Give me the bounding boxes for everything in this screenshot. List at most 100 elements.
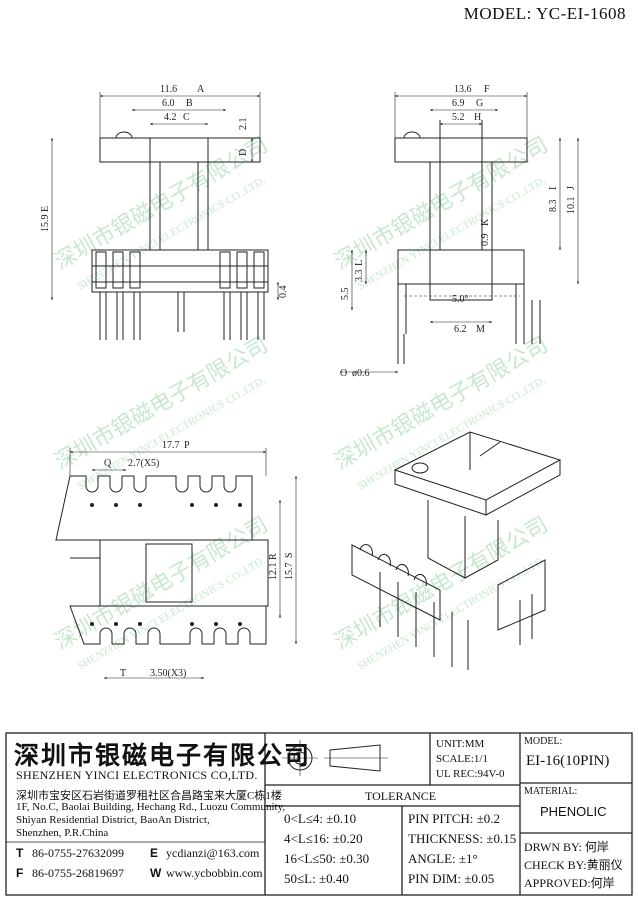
pin-pitch-tolerance: PIN PITCH: ±0.2 <box>408 811 501 826</box>
dim-label: L <box>354 260 365 266</box>
dim-label: 11.6 <box>160 84 177 95</box>
dim-label: S <box>284 552 295 558</box>
model-value: EI-16(10PIN) <box>526 753 610 769</box>
address-en-line2: Shiyan Residential District, BaoAn Distr… <box>16 814 210 826</box>
pin-hole <box>190 503 194 507</box>
dim-label: F <box>484 84 490 95</box>
dim-label: 2.7(X5) <box>128 458 159 469</box>
dim-label: 6.9 <box>452 98 465 109</box>
pin-hole <box>238 503 242 507</box>
material-label: MATERIAL: <box>524 786 578 797</box>
tolerance-row: 16<L≤50: ±0.30 <box>284 851 370 866</box>
ul-rec-label: UL REC:94V-0 <box>436 768 505 780</box>
thickness-tolerance: THICKNESS: ±0.15 <box>408 831 517 846</box>
unit-label: UNIT:MM <box>436 738 485 750</box>
dim-label: J <box>566 186 577 190</box>
website-link[interactable]: www.ycbobbin.com <box>166 866 263 880</box>
address-en-line1: 1F, No.C, Baolai Building, Hechang Rd., … <box>16 801 286 813</box>
pin-hole <box>138 622 142 626</box>
dim-label: 10.1 <box>566 197 577 215</box>
dim-label: 13.6 <box>454 84 472 95</box>
watermark-cn: 深圳市银磁电子有限公司 <box>330 512 552 655</box>
dim-label: 3.3 <box>354 270 365 283</box>
pin-hole <box>214 622 218 626</box>
tolerance-row: 4<L≤16: ±0.20 <box>284 831 363 846</box>
title-block-border <box>5 732 633 896</box>
dim-label: I <box>548 187 559 190</box>
dim-label: 4.2 <box>164 112 177 123</box>
dim-label: B <box>186 98 193 109</box>
side-view <box>340 92 580 374</box>
pin-hole <box>90 503 94 507</box>
pin-hole <box>90 622 94 626</box>
dim-label: 0.4 <box>278 286 289 299</box>
watermark-cn: 深圳市银磁电子有限公司 <box>330 332 552 475</box>
drawn-by: DRWN BY: 何岸 <box>524 840 609 854</box>
pin-hole <box>214 503 218 507</box>
pin-hole <box>190 622 194 626</box>
projection-symbol <box>282 740 388 776</box>
material-value: PHENOLIC <box>540 804 607 819</box>
fax-number: 86-0755-26819697 <box>32 866 124 880</box>
checked-by: CHECK BY:黄丽仪 <box>524 858 623 872</box>
company-name-en: SHENZHEN YINCI ELECTRONICS CO,LTD. <box>16 768 258 782</box>
tel-label: T <box>16 846 24 860</box>
angle-tolerance: ANGLE: ±1° <box>408 851 478 866</box>
dim-label: P <box>184 440 190 451</box>
address-cn: 深圳市宝安区石岩街道罗租社区合昌路宝来大厦C栋1楼 <box>16 790 282 802</box>
model-label: MODEL: <box>524 736 563 747</box>
pin-dim-tolerance: PIN DIM: ±0.05 <box>408 871 495 886</box>
dim-label: 5.0° <box>452 294 469 305</box>
pin-hole <box>114 503 118 507</box>
dim-label: 15.9 <box>40 215 51 233</box>
dim-label: 5.2 <box>452 112 465 123</box>
dim-label: A <box>197 84 205 95</box>
tolerance-title: TOLERANCE <box>365 789 437 803</box>
dim-label: 3.50(X3) <box>150 668 186 679</box>
dim-label: K <box>480 218 491 226</box>
dim-label: Q <box>104 458 112 469</box>
dim-label: 2.1 <box>238 118 249 131</box>
bottom-view <box>55 448 298 680</box>
dim-label: T <box>120 668 126 679</box>
dim-label: M <box>476 324 485 335</box>
company-name-cn: 深圳市银磁电子有限公司 <box>14 743 312 770</box>
watermark-cn: 深圳市银磁电子有限公司 <box>50 512 272 655</box>
dim-label: G <box>476 98 483 109</box>
tolerance-row: 50≤L: ±0.40 <box>284 871 349 886</box>
front-view <box>50 92 280 340</box>
watermark-cn: 深圳市银磁电子有限公司 <box>330 132 552 275</box>
approved-by: APPROVED:何岸 <box>524 876 615 890</box>
address-en-line3: Shenzhen, P.R.China <box>16 827 109 839</box>
web-label: W <box>150 866 162 880</box>
dim-label: 17.7 <box>162 440 180 451</box>
dim-label: 0.9 <box>480 234 491 247</box>
dim-label: O <box>340 368 347 379</box>
dim-label: ø0.6 <box>352 368 370 379</box>
model-title: MODEL: YC-EI-1608 <box>463 4 626 23</box>
dim-label: R <box>268 553 279 560</box>
dim-label: D <box>238 149 249 156</box>
dim-label: 5.5 <box>340 288 351 301</box>
scale-label: SCALE:1/1 <box>436 753 488 765</box>
email-label: E <box>150 846 159 860</box>
tolerance-row: 0<L≤4: ±0.10 <box>284 811 357 826</box>
dim-label: E <box>40 206 51 212</box>
fax-label: F <box>16 866 24 880</box>
watermark-cn: 深圳市银磁电子有限公司 <box>50 332 272 475</box>
watermark: 深圳市银磁电子有限公司 深圳市银磁电子有限公司 深圳市银磁电子有限公司 深圳市银… <box>50 132 552 655</box>
dim-label: 15.7 <box>284 563 295 581</box>
dim-label: 6.0 <box>162 98 175 109</box>
dim-label: C <box>183 112 190 123</box>
dim-label: 12.1 <box>268 563 279 581</box>
tel-number: 86-0755-27632099 <box>32 846 124 860</box>
pin-hole <box>114 622 118 626</box>
pin-hole <box>138 503 142 507</box>
dim-label: H <box>474 112 481 123</box>
dim-label: 6.2 <box>454 324 467 335</box>
email-address[interactable]: ycdianzi@163.com <box>166 846 260 860</box>
dim-label: 8.3 <box>548 200 559 213</box>
pin-hole <box>238 622 242 626</box>
isometric-view <box>351 431 562 670</box>
